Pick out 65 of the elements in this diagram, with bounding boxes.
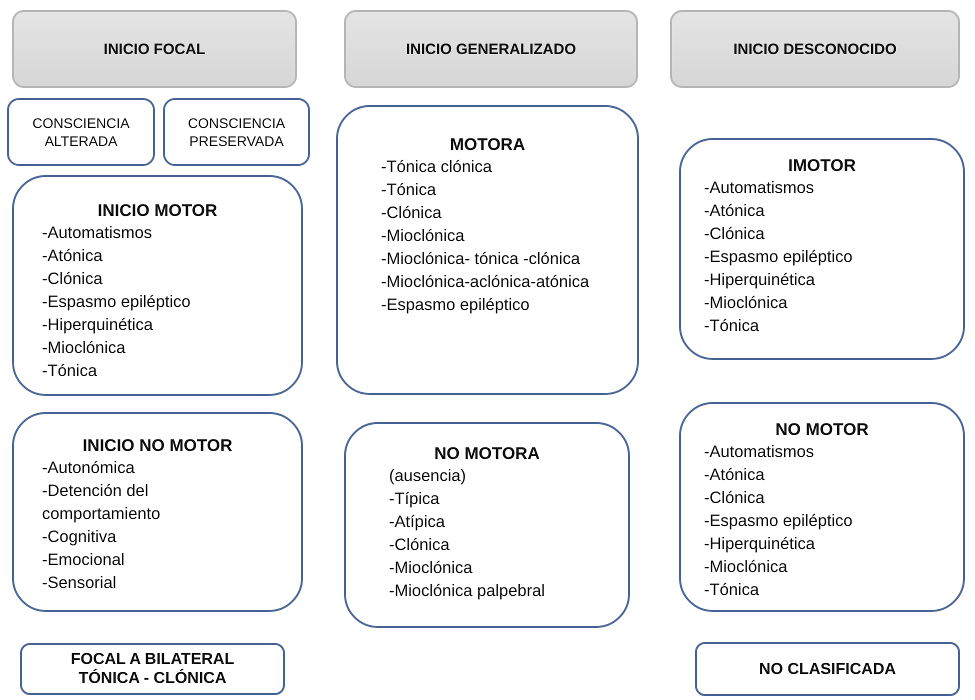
list-item: -Atónica	[704, 201, 766, 222]
box-label: CONSCIENCIA ALTERADA	[31, 114, 131, 150]
seizure-type-box	[679, 138, 965, 360]
list-item: -Clónica	[704, 224, 766, 245]
list-item: -Espasmo epiléptico	[42, 292, 192, 313]
list-item: -Hiperquinética	[704, 534, 816, 555]
category-header	[12, 10, 297, 88]
awareness-box	[163, 98, 310, 166]
list-item: -Mioclónica-aclónica-atónica	[381, 272, 590, 293]
seizure-type-box	[12, 175, 303, 396]
list-item: -Clónica	[704, 488, 766, 509]
list-item: -Atípica	[389, 512, 446, 533]
list-item: -Autonómica	[42, 458, 136, 479]
list-item: -Mioclónica- tónica -clónica	[381, 249, 581, 270]
box-label: INICIO DESCONOCIDO	[733, 40, 897, 58]
list-item: -Mioclónica	[381, 226, 466, 247]
list-item: -Sensorial	[42, 573, 118, 594]
list-item: -Espasmo epiléptico	[704, 247, 854, 268]
list-item: -Cognitiva	[42, 527, 118, 548]
list-item: -Mioclónica	[704, 557, 788, 578]
list-item: -Emocional	[42, 550, 126, 571]
list-item: -Tónica	[704, 316, 760, 337]
list-item: -Hiperquinética	[704, 270, 816, 291]
box-heading: IMOTOR	[787, 155, 857, 177]
category-header	[344, 10, 638, 88]
list-item: -Tónica	[704, 580, 760, 601]
list-item: -Espasmo epiléptico	[704, 511, 854, 532]
list-item: -Clónica	[42, 269, 104, 290]
category-box	[20, 643, 285, 695]
category-header	[670, 10, 960, 88]
box-label: INICIO GENERALIZADO	[406, 40, 576, 58]
box-label: INICIO FOCAL	[104, 40, 206, 58]
list-item: -Detención del comportamiento	[42, 481, 162, 525]
list-item: -Automatismos	[704, 178, 816, 199]
list-item: -Atónica	[42, 246, 104, 267]
box-label: NO CLASIFICADA	[759, 660, 896, 678]
list-item: -Tónica	[381, 180, 438, 201]
list-item: -Típica	[389, 489, 440, 510]
box-heading: MOTORA	[448, 134, 526, 156]
list-item: -Automatismos	[704, 442, 816, 463]
list-item: -Tónica	[42, 361, 98, 382]
box-heading: INICIO NO MOTOR	[82, 435, 234, 457]
list-item: (ausencia)	[389, 466, 468, 487]
list-item: -Tónica clónica	[381, 157, 493, 178]
box-label: FOCAL A BILATERAL TÓNICA - CLÓNICA	[70, 650, 236, 688]
list-item: -Mioclónica	[704, 293, 788, 314]
list-item: -Mioclónica	[389, 558, 474, 579]
list-item: -Espasmo epiléptico	[381, 295, 531, 316]
list-item: -Hiperquinética	[42, 315, 154, 336]
awareness-box	[7, 98, 155, 166]
box-heading: NO MOTOR	[774, 419, 870, 441]
list-item: -Clónica	[381, 203, 443, 224]
seizure-type-box	[679, 402, 965, 612]
list-item: -Automatismos	[42, 223, 154, 244]
seizure-type-box	[12, 412, 303, 612]
list-item: -Clónica	[389, 535, 451, 556]
category-box	[695, 642, 960, 696]
list-item: -Mioclónica	[42, 338, 126, 359]
box-label: CONSCIENCIA PRESERVADA	[186, 114, 286, 150]
box-heading: NO MOTORA	[433, 443, 541, 465]
list-item: -Mioclónica palpebral	[389, 581, 546, 602]
seizure-type-box	[344, 422, 630, 628]
seizure-type-box	[336, 105, 639, 395]
box-heading: INICIO MOTOR	[96, 200, 218, 222]
list-item: -Atónica	[704, 465, 766, 486]
